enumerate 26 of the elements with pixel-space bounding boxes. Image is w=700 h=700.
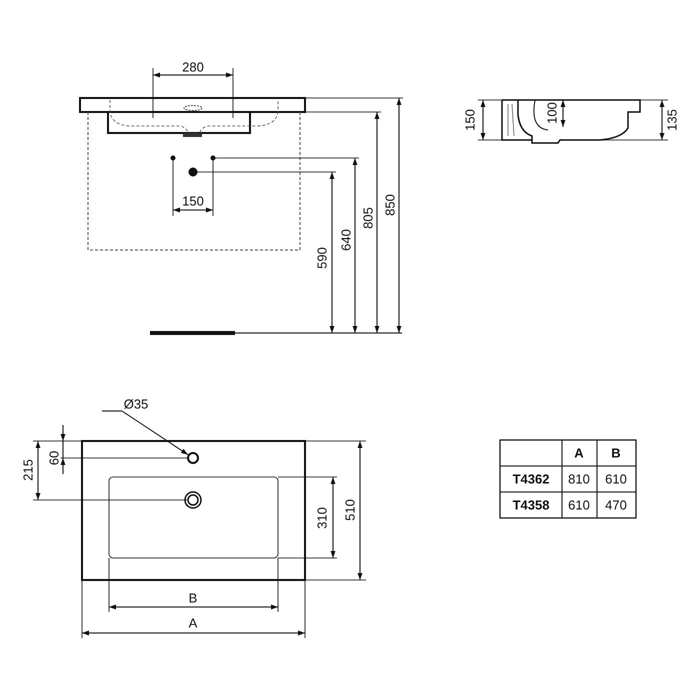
dimension-text: 280 (182, 60, 204, 74)
dimension-text: 150 (464, 109, 476, 131)
dimension-text: 640 (340, 229, 352, 251)
dimension-text: 850 (384, 194, 396, 216)
dimension-value: 470 (605, 498, 627, 512)
dimension-text: 150 (182, 194, 204, 208)
dimension-text: 215 (22, 459, 34, 481)
dimension-text: A (188, 616, 198, 630)
dimension-text: 805 (362, 207, 374, 229)
dimension-text: B (188, 592, 198, 604)
dimension-text: 100 (546, 102, 558, 124)
dimension-text: 135 (666, 109, 678, 131)
dimension-text: Ø35 (124, 398, 148, 410)
dimension-text: 510 (344, 499, 356, 521)
model-code: T4362 (512, 472, 550, 486)
dimension-value: 810 (568, 472, 590, 486)
column-header: A (574, 446, 584, 460)
dimension-text: 310 (316, 507, 328, 529)
dimension-text: 60 (48, 450, 60, 466)
dimension-text: 590 (316, 247, 328, 269)
leader-line (122, 410, 188, 456)
dimension-value: 610 (568, 498, 590, 512)
column-header: B (611, 446, 621, 460)
dimension-value: 610 (605, 472, 627, 486)
model-code: T4358 (512, 498, 550, 512)
tap-hole-circle (187, 452, 199, 464)
